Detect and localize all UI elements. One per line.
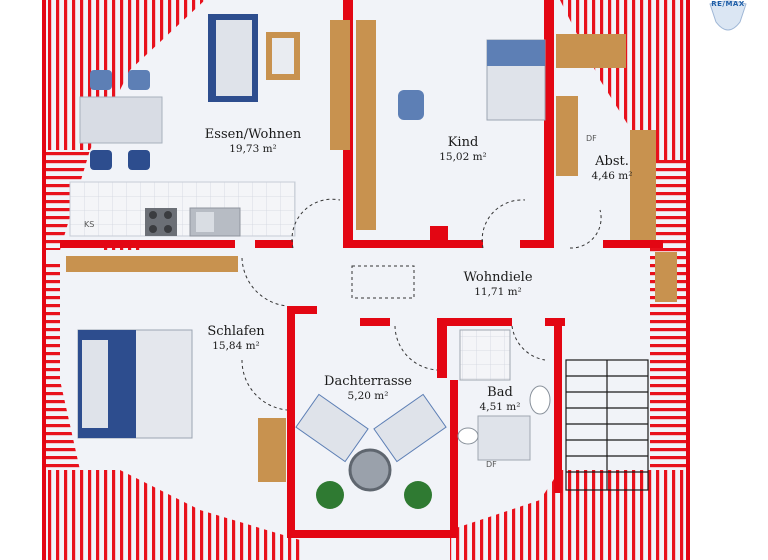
- outer-wall-left: [42, 0, 46, 560]
- room-label-bad: Bad 4,51 m²: [472, 385, 528, 414]
- room-area: 15,84 m²: [212, 340, 260, 352]
- room-area: 4,46 m²: [591, 170, 633, 182]
- room-name: Essen/Wohnen: [204, 127, 302, 142]
- room-area: 15,02 m²: [439, 151, 487, 163]
- kitchen-counter: [66, 181, 296, 272]
- room-name: Kind: [447, 135, 479, 150]
- room-name: Wohndiele: [463, 270, 533, 285]
- dining-table-set: [79, 70, 163, 170]
- staircase: [565, 359, 649, 491]
- room-label-wohndiele: Wohndiele 11,71 m²: [450, 270, 546, 299]
- room-name: Bad: [487, 385, 513, 400]
- df-label-bad: DF: [486, 460, 497, 469]
- door-swings: [241, 198, 602, 411]
- ks-label: KS: [84, 220, 95, 229]
- room-name: Dachterrasse: [324, 374, 412, 389]
- room-name: Schlafen: [207, 324, 265, 339]
- sofa: [208, 14, 300, 102]
- room-area: 5,20 m²: [347, 390, 389, 402]
- bed: [77, 252, 677, 482]
- logo-text: RE/MAX: [711, 0, 745, 8]
- room-label-dachterrasse: Dachterrasse 5,20 m²: [320, 374, 416, 403]
- room-label-essen: Essen/Wohnen 19,73 m²: [196, 127, 310, 156]
- room-area: 4,51 m²: [479, 401, 521, 413]
- balloon-icon: [709, 0, 747, 31]
- kids-room-furniture: [330, 20, 656, 240]
- outer-wall-right: [686, 0, 690, 560]
- room-label-kind: Kind 15,02 m²: [418, 135, 508, 164]
- bathroom-fixtures: [457, 329, 551, 461]
- room-label-abst: Abst. 4,46 m²: [580, 154, 644, 183]
- remax-logo: RE/MAX: [702, 0, 754, 40]
- room-area: 19,73 m²: [229, 143, 277, 155]
- room-area: 11,71 m²: [474, 286, 522, 298]
- df-label-abst: DF: [586, 134, 597, 143]
- room-name: Abst.: [595, 154, 629, 169]
- room-label-schlafen: Schlafen 15,84 m²: [196, 324, 276, 353]
- terrace-furniture: [295, 393, 447, 509]
